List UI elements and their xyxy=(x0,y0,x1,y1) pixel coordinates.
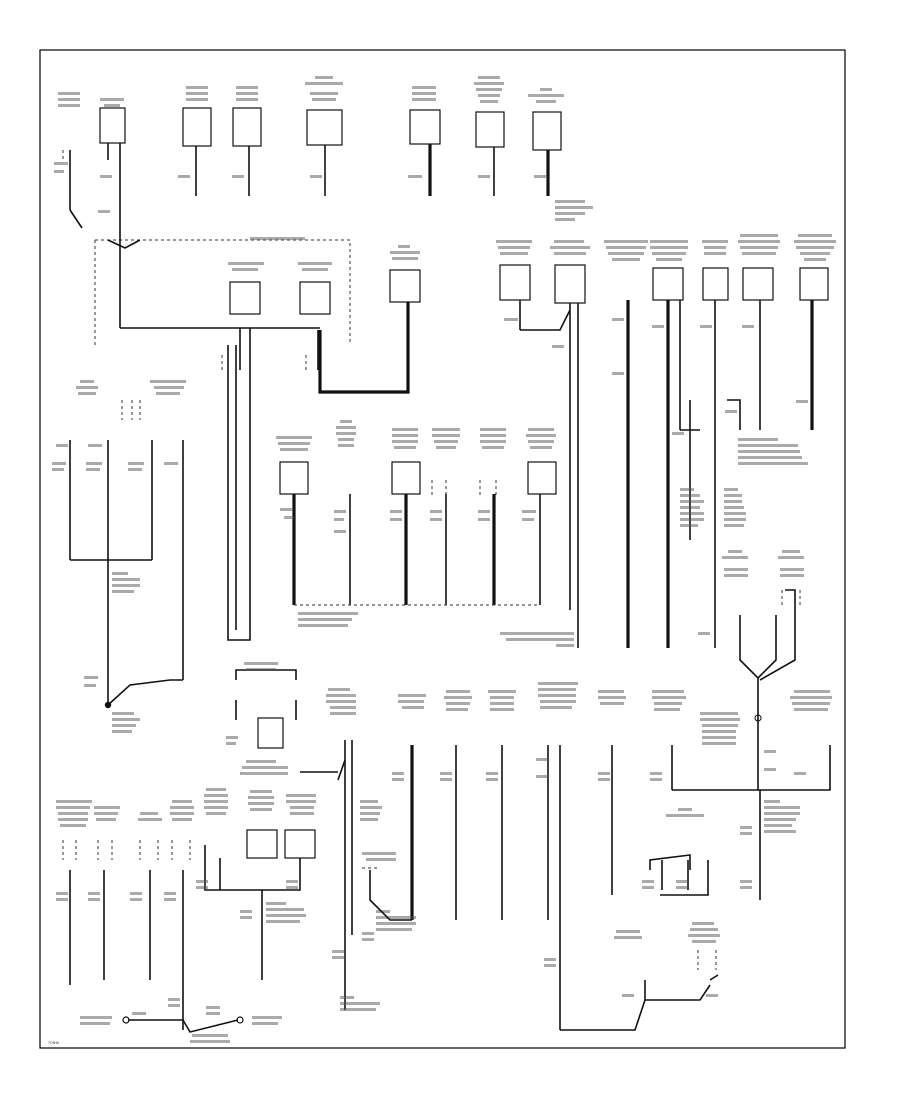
figure-id: 7C9H6 xyxy=(48,1041,59,1045)
component-box xyxy=(257,717,284,749)
splice-point xyxy=(754,714,762,722)
wire-code xyxy=(54,162,593,221)
ground-stud-icon xyxy=(236,1016,244,1024)
bottom-ground-row xyxy=(69,980,282,1043)
top-row-components xyxy=(54,76,593,229)
component-box xyxy=(284,829,316,859)
diagram-frame xyxy=(39,49,846,1049)
ground-point xyxy=(104,701,112,709)
component-box xyxy=(306,109,343,146)
component-box xyxy=(527,461,557,495)
component-box xyxy=(99,107,126,144)
component-box xyxy=(652,267,684,301)
component-box xyxy=(391,461,421,495)
component-box xyxy=(229,281,261,315)
left-switch-group xyxy=(52,380,186,733)
component-box xyxy=(554,264,586,304)
right-mid-group xyxy=(680,390,804,790)
mid-components xyxy=(276,420,574,647)
component-box xyxy=(279,461,309,495)
branch-bus xyxy=(94,196,351,345)
component-box xyxy=(532,111,562,151)
mid-upper-components xyxy=(228,234,836,648)
junction-connector xyxy=(221,330,319,641)
component-box xyxy=(409,109,441,145)
component-box xyxy=(702,267,729,301)
component-box xyxy=(182,107,212,147)
component-box xyxy=(299,281,331,315)
component-box xyxy=(499,264,531,301)
component-label xyxy=(58,76,564,107)
lower-components xyxy=(226,662,832,1031)
component-box xyxy=(742,267,774,301)
component-box xyxy=(799,267,829,301)
bottom-right-group xyxy=(544,808,720,1001)
bottom-left-group xyxy=(56,788,416,1011)
component-box xyxy=(475,111,505,148)
component-box xyxy=(389,269,421,303)
component-box xyxy=(232,107,262,147)
ground-stud-icon xyxy=(122,1016,130,1024)
component-box xyxy=(246,829,278,859)
